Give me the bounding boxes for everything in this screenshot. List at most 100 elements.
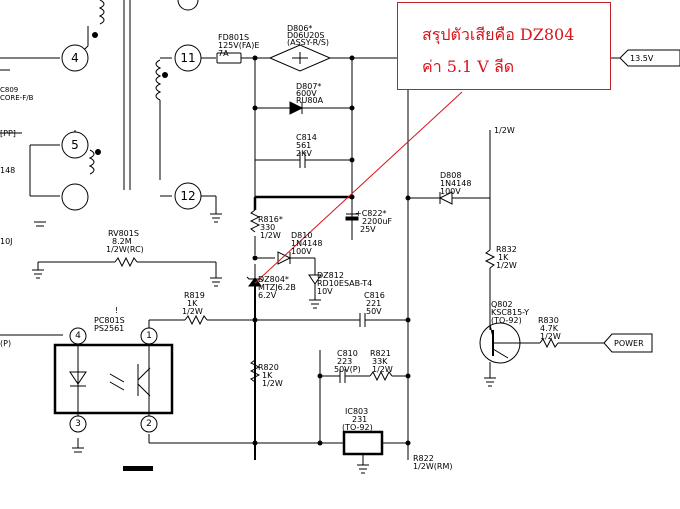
coil-top-left xyxy=(98,0,105,25)
component-label: RV801S xyxy=(108,229,139,238)
component-label: 1/2W xyxy=(496,261,517,270)
component-label: CORE-F/B xyxy=(0,94,34,102)
voltage-13-5v-label: 13.5V xyxy=(630,54,654,63)
component-label: C809 xyxy=(0,86,18,94)
component-label: 330 xyxy=(260,223,275,232)
component-label: R819 xyxy=(184,291,205,300)
component-label: R832 xyxy=(496,245,517,254)
pin-4 xyxy=(69,327,87,345)
component-label: 1/2W xyxy=(182,307,203,316)
component-label: 10V xyxy=(317,287,333,296)
component-label: 1K xyxy=(187,299,198,308)
component-labels: FD801S 125V(FA)E 7A D806* D06U20S (ASSY-… xyxy=(0,24,654,471)
component-label: 6.2V xyxy=(258,291,277,300)
component-label: 1N4148 xyxy=(291,239,322,248)
fault-annotation-box: สรุปตัวเสียคือ DZ804 ค่า 5.1 V ลีด xyxy=(397,2,611,90)
node-12-label: 12 xyxy=(180,189,195,203)
component-label: KSC815-Y xyxy=(491,308,529,317)
component-label: PS2561 xyxy=(94,324,124,333)
component-label: RD10ESAB-T4 xyxy=(317,279,372,288)
component-label: 1/2W xyxy=(262,379,283,388)
pin-1 xyxy=(140,327,158,345)
component-label: 1N4148 xyxy=(440,179,471,188)
component-label: D806* xyxy=(287,24,312,33)
component-label: 100V xyxy=(291,247,312,256)
component-label: R822 xyxy=(413,454,434,463)
component-label: 7A xyxy=(218,49,229,58)
component-label: 100V xyxy=(440,187,461,196)
component-label: C816 xyxy=(364,291,385,300)
component-label: 1/2W xyxy=(540,332,561,341)
component-label: 148 xyxy=(0,166,15,175)
node-5-label: 5 xyxy=(71,138,79,152)
component-label: 2KV xyxy=(296,149,312,158)
node-bottom-left xyxy=(61,183,89,211)
component-label: R830 xyxy=(538,316,559,325)
component-label: 125V(FA)E xyxy=(218,41,259,50)
component-label: D807* xyxy=(296,82,321,91)
node-11-label: 11 xyxy=(180,51,195,65)
component-label: 1/2W xyxy=(494,126,515,135)
component-label: 4.7K xyxy=(540,324,559,333)
component-label: R820 xyxy=(258,363,279,372)
component-label: +C822* xyxy=(355,209,387,218)
component-label: 1K xyxy=(498,253,509,262)
pin-3 xyxy=(69,415,87,433)
pin-1-label: 1 xyxy=(146,331,152,341)
component-label: D06U20S xyxy=(287,31,324,40)
component-label: 2200uF xyxy=(362,217,392,226)
node-5 xyxy=(61,131,89,159)
component-label: 231 xyxy=(352,415,367,424)
component-label: 50V xyxy=(366,307,382,316)
component-label: 1/2W xyxy=(372,365,393,374)
component-label: DZ812 xyxy=(317,271,344,280)
component-label: 25V xyxy=(360,225,376,234)
component-label: PC801S xyxy=(94,316,125,325)
component-label: 1K xyxy=(262,371,273,380)
component-label: 10J xyxy=(0,237,13,246)
component-label: (TO-92) xyxy=(491,316,522,325)
pin-3-label: 3 xyxy=(75,419,81,429)
component-label: (TO-92) xyxy=(342,423,373,432)
component-label: FD801S xyxy=(218,33,249,42)
component-label: 8.2M xyxy=(112,237,132,246)
component-label: 50V(P) xyxy=(334,365,361,374)
node-11 xyxy=(174,44,202,72)
annotation-line-2: ค่า 5.1 V ลีด xyxy=(422,57,515,76)
component-label: 1/2W(RM) xyxy=(413,462,453,471)
component-label: MTZJ6.2B xyxy=(258,283,296,292)
component-label: D808 xyxy=(440,171,461,180)
component-label: 33K xyxy=(372,357,388,366)
component-label: 561 xyxy=(296,141,311,150)
node-4 xyxy=(61,44,89,72)
pin-4-label: 4 xyxy=(75,331,81,341)
component-label: IC803 xyxy=(345,407,368,416)
component-label: 1/2W(RC) xyxy=(106,245,144,254)
component-label: Q802 xyxy=(491,300,513,309)
component-label: 600V xyxy=(296,89,317,98)
component-label: R816* xyxy=(258,215,283,224)
component-label: R821 xyxy=(370,349,391,358)
node-4-label: 4 xyxy=(71,51,79,65)
power-label: POWER xyxy=(614,339,644,348)
annotation-pointer-line xyxy=(254,91,463,284)
node-top xyxy=(177,0,199,11)
component-label: ! xyxy=(115,306,118,315)
coil-right xyxy=(155,59,162,101)
pin-2-label: 2 xyxy=(146,419,152,429)
component-label: C810 xyxy=(337,349,358,358)
component-label: RU80A xyxy=(296,96,324,105)
component-label: DZ804* xyxy=(258,275,289,284)
component-label: [PP] xyxy=(0,129,16,138)
pin-2 xyxy=(140,415,158,433)
component-label: 1/2W xyxy=(260,231,281,240)
component-label: 221 xyxy=(366,299,381,308)
component-label: C814 xyxy=(296,133,317,142)
node-12 xyxy=(174,182,202,210)
component-label: (ASSY-R/S) xyxy=(287,38,329,47)
annotation-line-1: สรุปตัวเสียคือ DZ804 xyxy=(422,25,575,44)
component-label: D810 xyxy=(291,231,312,240)
component-label: 223 xyxy=(337,357,352,366)
